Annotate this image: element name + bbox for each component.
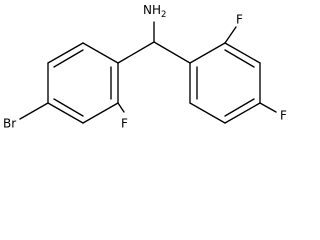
right-ring-double-1: [224, 49, 255, 68]
right-ring-double-2: [224, 98, 255, 117]
amine-label-main: NH: [143, 3, 161, 17]
fluoro-left-label: F: [121, 117, 128, 131]
left-ring-double-1: [53, 49, 84, 68]
bond-c-left-ring: [117, 41, 155, 64]
fluoro-bottom-right-label: F: [280, 109, 287, 123]
bond-bromo: [19, 102, 49, 120]
right-ring-bond-2: [224, 42, 261, 64]
left-ring-bond-4: [47, 102, 84, 124]
bond-top-right-fluoro: [224, 26, 237, 44]
right-ring-bond-1: [189, 42, 226, 64]
amine-label: NH2: [143, 3, 166, 20]
left-ring-bond-2: [47, 42, 84, 64]
amine-label-subscript: 2: [161, 10, 166, 20]
bond-left-fluoro: [117, 102, 125, 113]
left-ring-bond-5: [82, 102, 119, 124]
right-ring-bond-4: [224, 102, 261, 124]
left-ring-double-2: [53, 98, 84, 117]
bond-c-right-ring: [153, 41, 191, 64]
fluoro-top-right-label: F: [236, 13, 243, 27]
chemical-structure: NH2 Br F F F: [3, 3, 287, 131]
bromo-label: Br: [3, 117, 16, 131]
right-ring-bond-5: [189, 102, 226, 124]
bond-bottom-right-fluoro: [259, 102, 277, 113]
left-ring-bond-1: [82, 42, 119, 64]
